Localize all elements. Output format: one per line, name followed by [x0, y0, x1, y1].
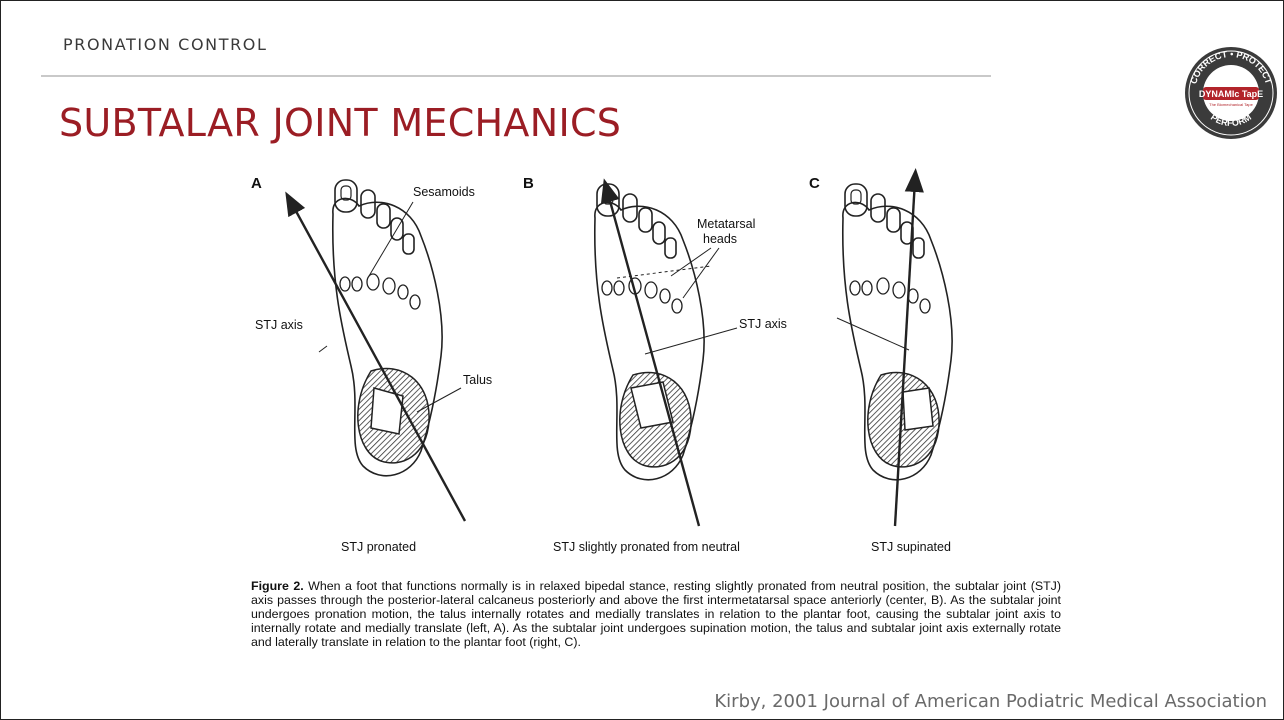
label-sesamoids: Sesamoids	[413, 185, 475, 199]
panel-b-letter: B	[523, 175, 534, 192]
header-divider	[41, 75, 991, 77]
talus-c	[903, 388, 933, 430]
label-talus: Talus	[463, 373, 492, 387]
stj-axis-arrow-c	[895, 180, 915, 526]
figure-caption: Figure 2. When a foot that functions nor…	[251, 579, 1061, 649]
panel-a-caption: STJ pronated	[341, 540, 416, 554]
panel-c: C STJ supinated	[809, 175, 952, 554]
logo-brand: DYNAMIc TapE	[1199, 89, 1263, 99]
label-metatarsal-1: Metatarsal	[697, 217, 755, 231]
citation: Kirby, 2001 Journal of American Podiatri…	[714, 691, 1267, 712]
caption-text: When a foot that functions normally is i…	[251, 579, 1061, 649]
talus-a	[371, 388, 403, 434]
panel-b: B Metatarsal heads STJ axis STJ slightly…	[523, 175, 787, 554]
slide-title: SUBTALAR JOINT MECHANICS	[59, 101, 621, 145]
stj-axis-arrow-a	[291, 202, 465, 521]
caption-lead: Figure 2.	[251, 579, 304, 593]
section-label: PRONATION CONTROL	[63, 35, 268, 54]
logo-tagline: The Biomechanical Tape	[1209, 102, 1254, 107]
label-stj-axis-bc: STJ axis	[739, 317, 787, 331]
panel-a-letter: A	[251, 175, 262, 192]
panel-c-caption: STJ supinated	[871, 540, 951, 554]
dynamic-tape-logo: CORRECT • PROTECT PERFORM DYNAMIc TapE T…	[1181, 43, 1281, 143]
foot-diagram-figure: A Sesamoids STJ axis Talus STJ pronated …	[231, 166, 1071, 566]
panel-c-letter: C	[809, 175, 820, 192]
label-metatarsal-2: heads	[703, 232, 737, 246]
panel-a: A Sesamoids STJ axis Talus STJ pronated	[251, 175, 492, 554]
label-stj-axis-a: STJ axis	[255, 318, 303, 332]
panel-b-caption: STJ slightly pronated from neutral	[553, 540, 740, 554]
